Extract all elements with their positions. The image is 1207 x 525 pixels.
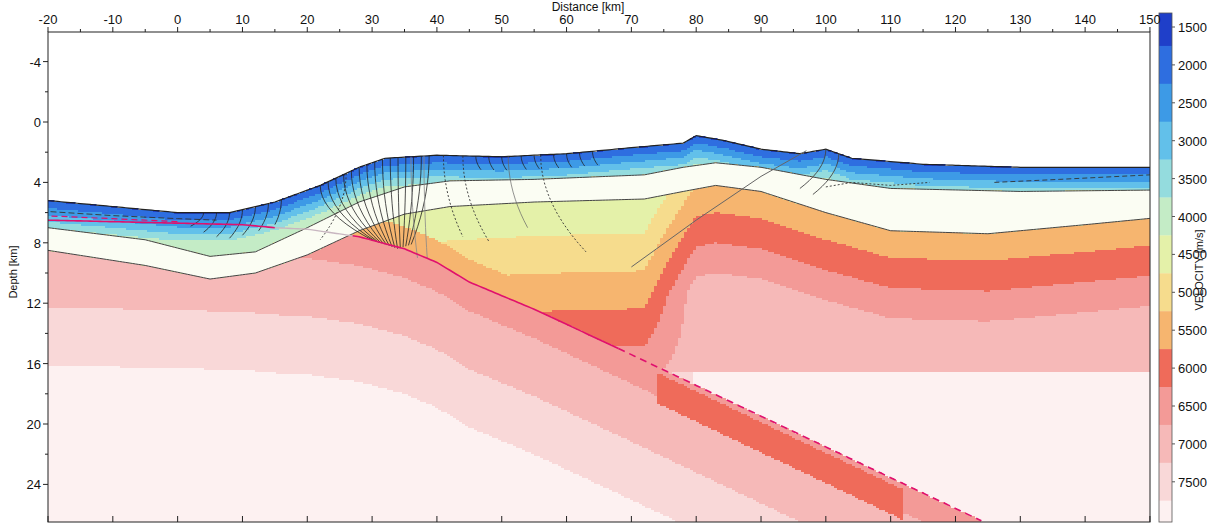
figure: Distance [km]-20-10010203040506070809010… bbox=[0, 0, 1207, 525]
